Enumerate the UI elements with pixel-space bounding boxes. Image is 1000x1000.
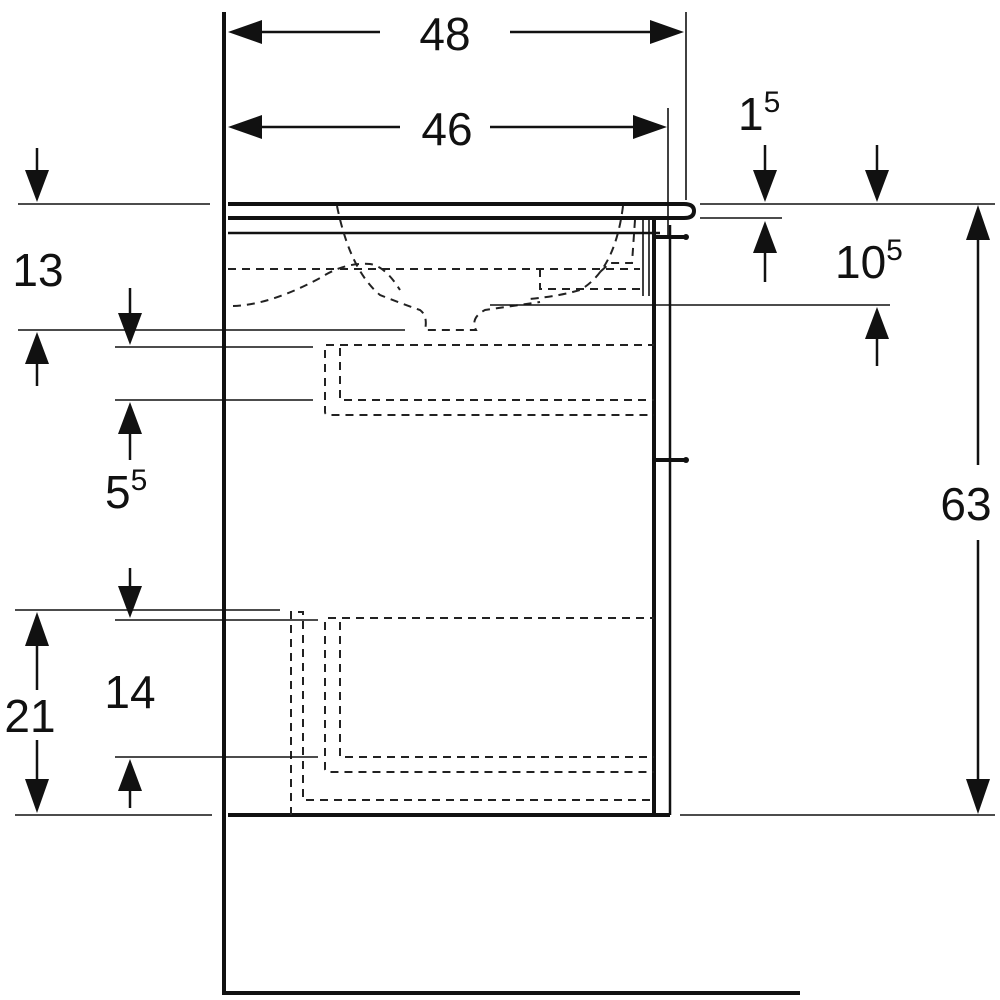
dimension-13: 13 [12,148,405,386]
dimension-21: 21 [4,609,280,816]
lower-drawer-hidden-lines [290,611,654,815]
cabinet-outline [228,202,697,817]
dimension-label-21: 21 [4,690,55,742]
dimension-label-5-5: 55 [105,464,147,518]
dimension-46: 46 [228,103,669,236]
dimension-label-10-5: 105 [835,234,903,288]
basin-hidden-lines [228,205,645,331]
handle-top [654,234,689,240]
handle-bottom [654,457,689,463]
dimension-1-5: 15 [700,86,995,282]
dimension-label-46: 46 [421,103,472,155]
dimension-label-14: 14 [104,666,155,718]
dimension-label-63: 63 [940,478,991,530]
dimension-14: 14 [104,568,318,808]
dimension-label-13: 13 [12,244,63,296]
dimension-5-5: 55 [105,288,313,518]
dimension-label-48: 48 [419,8,470,60]
wall-and-floor [222,12,800,995]
dimension-63: 63 [680,205,995,816]
dimension-label-1-5: 15 [738,86,780,140]
upper-drawer-hidden-lines [324,344,654,416]
dimension-48: 48 [228,8,687,200]
dimension-10-5: 105 [490,145,903,366]
